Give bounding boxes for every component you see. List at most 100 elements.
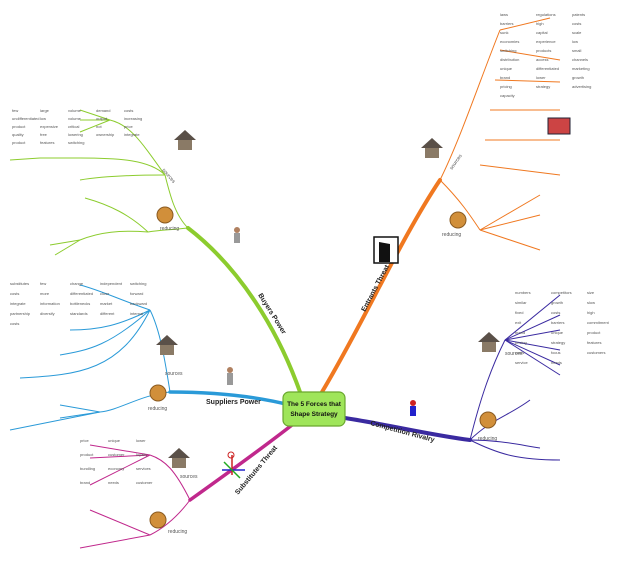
- entrants-leaf-word: scale: [572, 30, 582, 35]
- competition-leaf-word: product: [587, 330, 601, 335]
- buyers-leaf-word: quality: [12, 132, 24, 137]
- substitutes-leaf-word: price: [80, 438, 89, 443]
- main-branches: [168, 178, 472, 502]
- competition-leaf-word: pricing: [515, 340, 527, 345]
- entrants-leaf-word: sunk: [500, 30, 508, 35]
- buyers-leaf-word: product: [12, 124, 26, 129]
- buyers-branch: [9, 109, 189, 256]
- substitutes-main-branch: [188, 423, 294, 502]
- suppliers-leaf-word: few: [40, 281, 46, 286]
- center-title-line2: Shape Strategy: [290, 411, 338, 418]
- entrants-branch: [439, 17, 561, 251]
- person-icon: [227, 373, 233, 385]
- entrants-leaf-word: marketing: [572, 66, 590, 71]
- entrants-leaf-word: regulations: [536, 12, 556, 17]
- entrants-leaf-word: costs: [572, 21, 581, 26]
- entrants-leaf-word: advertising: [572, 84, 591, 89]
- buyers-leaf-word: switching: [68, 140, 84, 145]
- suppliers-leaf-word: close: [100, 291, 110, 296]
- person-icon: [234, 233, 240, 243]
- buyers-reducing: reducing: [160, 226, 179, 232]
- well-icon: [478, 332, 500, 352]
- substitutes-leaf-word: product: [80, 452, 94, 457]
- buyers-leaf-word: costs: [124, 108, 133, 113]
- suppliers-leaf-word: change: [70, 281, 84, 286]
- suppliers-leaf-word: switching: [130, 281, 146, 286]
- entrants-leaf-word: laws: [500, 12, 508, 17]
- entrants-leaf-word: economies: [500, 39, 519, 44]
- buyers-leaf-word: volume: [68, 108, 82, 113]
- entrants-leaf-word: barriers: [500, 21, 514, 26]
- competition-leaf-word: costs: [515, 350, 524, 355]
- suppliers-leaf-word: internal: [130, 311, 143, 316]
- entrants-leaf-word: lower: [536, 75, 546, 80]
- suppliers-leaf-word: costs: [10, 291, 19, 296]
- competition-leaf-word: growth: [551, 300, 563, 305]
- competition-sources: sources: [505, 351, 523, 357]
- suppliers-leaf-word: differentiated: [70, 291, 93, 296]
- suppliers-leaf-word: different: [100, 311, 115, 316]
- buyers-leaf-word: price: [124, 124, 133, 129]
- suppliers-leaf-word: integrate: [10, 301, 26, 306]
- buyers-leaf-word: product: [12, 140, 26, 145]
- suppliers-leaf-word: diversify: [40, 311, 55, 316]
- competition-reducing: reducing: [478, 436, 497, 442]
- substitutes-leaf-word: needs: [108, 480, 119, 485]
- entrants-leaf-word: small: [572, 48, 581, 53]
- entrants-main-branch: [320, 178, 442, 394]
- entrants-leaf-word: strategy: [536, 84, 550, 89]
- entrants-leaf-word: pricing: [500, 84, 512, 89]
- competition-leaf-word: barriers: [551, 320, 565, 325]
- buyers-leaf-word: demand: [96, 108, 110, 113]
- buyers-leaf-word: low: [40, 116, 46, 121]
- substitutes-leaf-word: services: [136, 466, 151, 471]
- competition-leaf-word: service: [515, 360, 528, 365]
- buyers-leaf-word: few: [12, 108, 18, 113]
- suppliers-label[interactable]: Suppliers Power: [206, 399, 261, 406]
- competition-leaf-word: brand: [515, 330, 525, 335]
- entrants-leaf-word: experience: [536, 39, 556, 44]
- substitutes-sources: sources: [180, 474, 198, 480]
- competition-leaf-word: slow: [587, 300, 595, 305]
- suppliers-reducing: reducing: [148, 406, 167, 412]
- substitutes-leaf-word: economy: [108, 466, 124, 471]
- suppliers-leaf-word: market: [100, 301, 113, 306]
- competition-branch: [469, 294, 561, 461]
- competition-leaf-word: commitment: [587, 320, 610, 325]
- buyers-leaf-word: not: [96, 124, 102, 129]
- substitutes-leaf-word: customer: [136, 480, 153, 485]
- entrants-label[interactable]: Entrants Threat: [361, 263, 392, 313]
- competition-leaf-word: strategy: [551, 340, 565, 345]
- competition-leaf-word: exit: [515, 320, 522, 325]
- competition-leaf-word: high: [587, 310, 595, 315]
- suppliers-leaf-word: partnership: [10, 311, 31, 316]
- buyers-leaf-word: increasing: [124, 116, 142, 121]
- competition-leaf-word: costs: [551, 310, 560, 315]
- suppliers-leaf-word: costs: [10, 321, 19, 326]
- entrants-leaf-word: brand: [500, 75, 510, 80]
- entrants-reducing: reducing: [442, 232, 461, 238]
- competition-leaf-word: similar: [515, 300, 527, 305]
- entrants-leaf-word: distribution: [500, 57, 519, 62]
- suppliers-leaf-word: backward: [130, 301, 147, 306]
- buyers-leaf-word: free: [40, 132, 48, 137]
- suppliers-main-branch: [168, 390, 292, 407]
- buyers-leaf-word: features: [40, 140, 54, 145]
- entrants-leaf-word: access: [536, 57, 548, 62]
- suppliers-sources: sources: [165, 371, 183, 377]
- buyers-leaf-word: integrate: [124, 132, 140, 137]
- competition-leaf-word: features: [587, 340, 601, 345]
- entrants-leaf-word: unique: [500, 66, 513, 71]
- entrants-leaf-word: switching: [500, 48, 516, 53]
- competition-leaf-word: needs: [551, 360, 562, 365]
- wrestling-icon: [547, 117, 571, 135]
- competition-leaf-word: numbers: [515, 290, 531, 295]
- center-node[interactable]: The 5 Forces that Shape Strategy: [282, 391, 346, 427]
- buyers-main-branch: [186, 226, 302, 394]
- coin-icon: [156, 206, 174, 224]
- person-icon: [227, 367, 233, 373]
- suppliers-leaf-word: more: [40, 291, 50, 296]
- buyers-leaf-word: critical: [68, 124, 79, 129]
- well-icon: [421, 138, 443, 158]
